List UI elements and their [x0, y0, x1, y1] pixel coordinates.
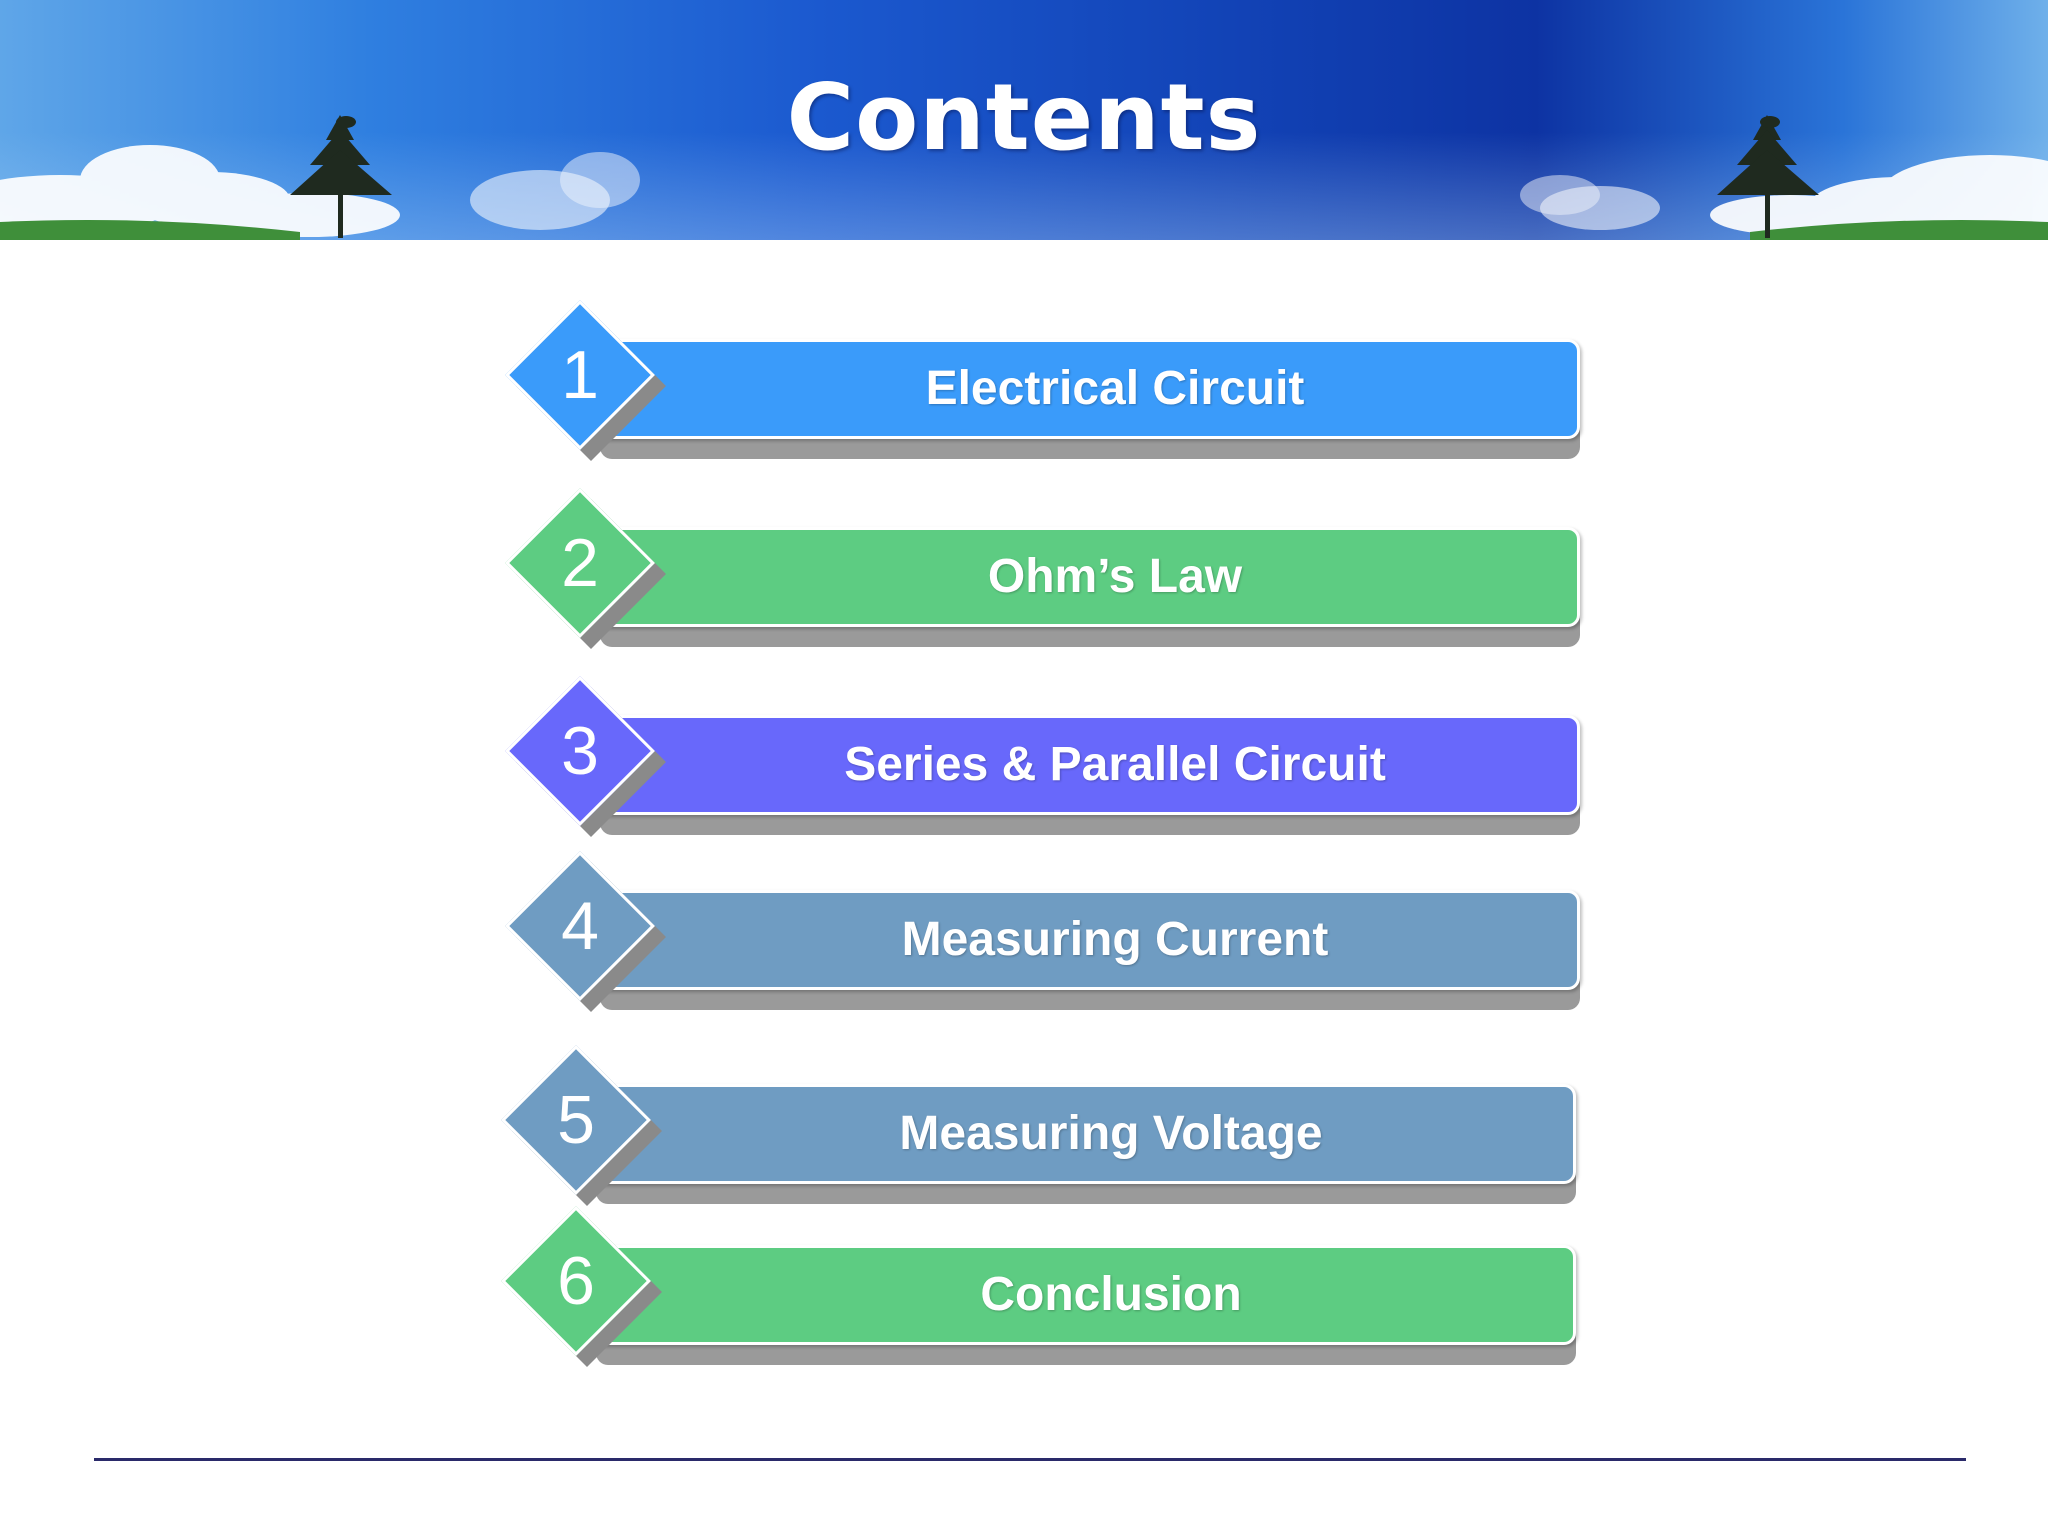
item-label: Measuring Current — [901, 913, 1329, 966]
item-label: Series & Parallel Circuit — [844, 738, 1386, 791]
item-bar — [580, 339, 1580, 439]
page-title: Contents — [786, 64, 1262, 171]
contents-item-2[interactable]: Ohm’s Law 2 — [505, 488, 1590, 653]
contents-item-4[interactable]: Measuring Current 4 — [505, 851, 1590, 1016]
left-grass — [0, 219, 300, 240]
right-tree — [1717, 115, 1819, 238]
footer-divider — [94, 1458, 1966, 1461]
contents-item-6[interactable]: Conclusion 6 — [501, 1206, 1586, 1371]
item-bar — [576, 1245, 1576, 1345]
contents-item-3[interactable]: Series & Parallel Circuit 3 — [505, 676, 1590, 841]
item-label: Electrical Circuit — [925, 362, 1305, 415]
item-number: 1 — [561, 337, 599, 413]
item-number: 3 — [561, 713, 599, 789]
item-number: 2 — [561, 525, 599, 601]
right-grass — [1750, 219, 2048, 240]
right-clouds — [1520, 155, 2048, 235]
item-number: 4 — [561, 888, 599, 964]
item-bar — [580, 527, 1580, 627]
item-number: 5 — [557, 1082, 595, 1158]
header-scenery — [0, 115, 2048, 240]
item-label: Measuring Voltage — [899, 1107, 1323, 1160]
item-bar — [580, 890, 1580, 990]
contents-item-5[interactable]: Measuring Voltage 5 — [501, 1045, 1586, 1210]
left-tree — [290, 115, 392, 238]
item-label: Conclusion — [980, 1268, 1242, 1321]
item-bar — [576, 1084, 1576, 1184]
header-banner: Contents — [0, 0, 2048, 240]
item-bar — [580, 715, 1580, 815]
item-label: Ohm’s Law — [987, 550, 1243, 603]
left-clouds — [0, 145, 640, 237]
contents-item-1[interactable]: Electrical Circuit 1 — [505, 300, 1590, 465]
item-number: 6 — [557, 1243, 595, 1319]
